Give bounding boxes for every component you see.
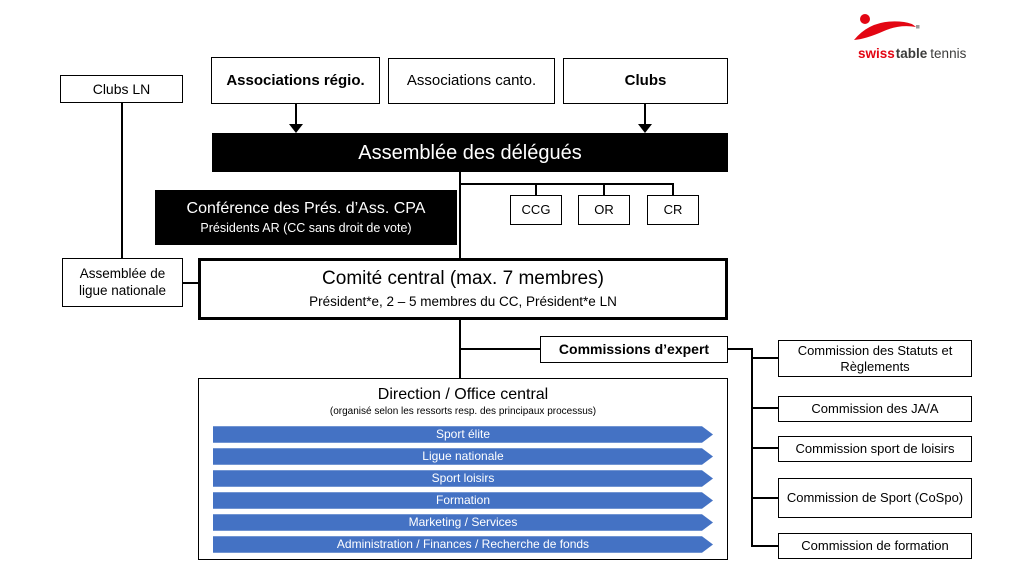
banner-label: Assemblée des délégués [358,141,582,164]
connector-stub-commission-4 [751,497,778,499]
table-tennis-swoosh-icon [854,14,920,40]
or-label: OR [594,202,614,218]
connector-banner-to-comite [459,172,461,258]
cpa-title: Conférence des Prés. d’Ass. CPA [186,199,426,217]
commission-formation-label: Commission de formation [801,538,949,554]
box-cr: CR [647,195,699,225]
logo-swiss-label: swiss [858,46,895,61]
connector-stub-commission-2 [751,407,778,409]
connector-clubsln-to-league [121,103,123,258]
cpa-subtitle: Présidents AR (CC sans droit de vote) [200,221,412,236]
box-ccg: CCG [510,195,562,225]
clubs-label: Clubs [624,72,667,89]
box-commissions-expert: Commissions d’expert [540,336,728,363]
logo-table-label: table [895,46,928,61]
box-commission-statuts: Commission des Statuts et Règlements [778,340,972,377]
connector-league-to-comite [183,282,198,284]
connector-banner-to-smallboxes [459,183,673,185]
commissions-expert-label: Commissions d’expert [558,341,710,358]
process-bar-sport-elite: Sport élite [213,426,713,443]
connector-clubs-to-banner [644,104,646,126]
commission-jaa-label: Commission des JA/A [811,401,939,417]
connector-to-expert [459,348,540,350]
box-direction-office-central: Direction / Office central (organisé sel… [198,378,728,560]
box-or: OR [578,195,630,225]
logo-tennis-label: tennis [930,46,967,61]
connector-stub-commission-3 [751,447,778,449]
box-commission-loisirs: Commission sport de loisirs [778,436,972,462]
box-assemblee-ligue-nationale: Assemblée de ligue nationale [62,258,183,307]
clubs-ln-label: Clubs LN [92,80,151,97]
connector-regio-to-banner [295,104,297,126]
commission-loisirs-label: Commission sport de loisirs [795,441,955,457]
process-bar-sport-loisirs: Sport loisirs [213,470,713,487]
connector-stub-commission-1 [751,357,778,359]
cr-label: CR [663,202,683,218]
ccg-label: CCG [521,202,551,218]
commission-statuts-label: Commission des Statuts et Règlements [797,342,953,374]
process-bar-formation: Formation [213,492,713,509]
box-comite-central: Comité central (max. 7 membres) Présiden… [198,258,728,320]
connector-stub-or [603,183,605,195]
arrow-down-icon [638,124,652,133]
commission-cospo-label: Commission de Sport (CoSpo) [786,490,964,506]
banner-assemblee-delegues: Assemblée des délégués [212,133,728,172]
direction-process-bars: Sport élite Ligue nationale Sport loisir… [213,426,713,553]
box-commission-formation: Commission de formation [778,533,972,559]
arrow-down-icon [289,124,303,133]
connector-expert-to-spine [728,348,752,350]
associations-canto-label: Associations canto. [406,72,537,89]
box-associations-canto: Associations canto. [388,58,555,104]
box-clubs: Clubs [563,58,728,104]
process-bar-ligue-nationale: Ligue nationale [213,448,713,465]
box-cpa: Conférence des Prés. d’Ass. CPA Présiden… [155,190,457,245]
process-bar-marketing-services: Marketing / Services [213,514,713,531]
connector-stub-commission-5 [751,545,778,547]
associations-regio-label: Associations régio. [226,71,365,89]
direction-subtitle: (organisé selon les ressorts resp. des p… [329,406,597,418]
connector-stub-cr [672,183,674,195]
process-bar-administration-finances: Administration / Finances / Recherche de… [213,536,713,553]
comite-subtitle: Président*e, 2 – 5 membres du CC, Présid… [309,293,617,309]
direction-title: Direction / Office central [377,386,549,403]
box-clubs-ln: Clubs LN [60,75,183,103]
connector-stub-ccg [535,183,537,195]
box-commission-jaa: Commission des JA/A [778,396,972,422]
league-assembly-label: Assemblée de ligue nationale [78,266,167,298]
comite-title: Comité central (max. 7 membres) [322,268,604,289]
box-associations-regio: Associations régio. [211,57,380,104]
box-commission-cospo: Commission de Sport (CoSpo) [778,478,972,518]
